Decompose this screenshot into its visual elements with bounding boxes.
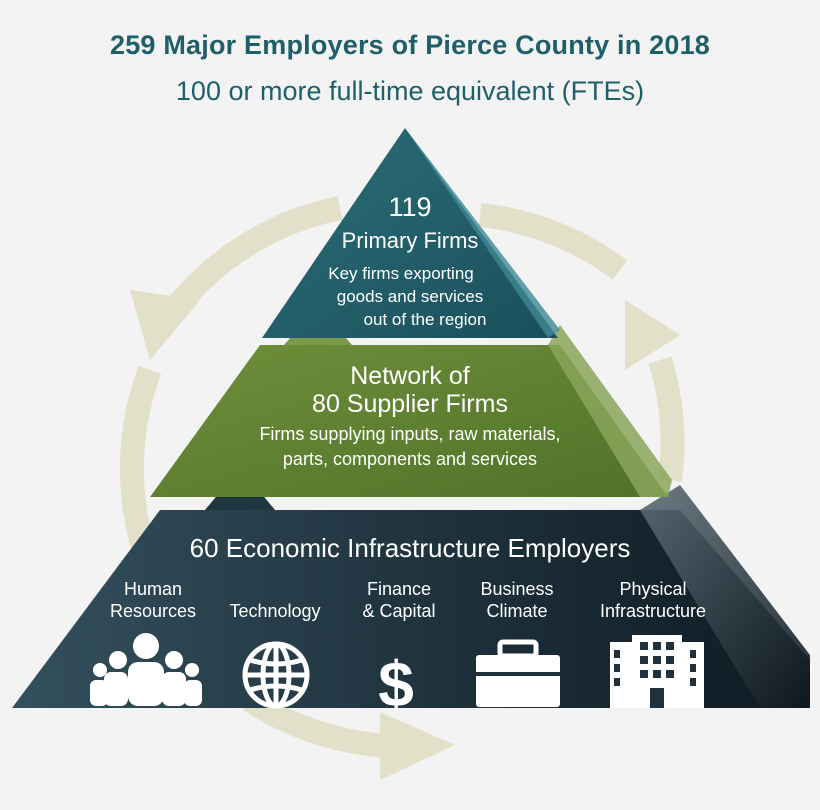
arrowhead-right	[625, 300, 680, 370]
dollar-sign-icon: $	[378, 648, 414, 720]
supplier-name-line: 80 Supplier Firms	[312, 390, 508, 418]
briefcase-icon	[476, 639, 560, 707]
supplier-firms-label: Network of 80 Supplier Firms	[230, 362, 590, 418]
primary-desc-line: goods and services	[336, 287, 484, 306]
arrowhead-bottom	[380, 712, 455, 780]
tier-primary-side	[405, 128, 560, 338]
primary-desc-line: Key firms exporting	[328, 264, 474, 283]
category-human-resources: Human Resources	[78, 578, 228, 622]
globe-icon	[242, 641, 310, 709]
primary-firms-label: Primary Firms	[341, 228, 479, 253]
category-business-climate: Business Climate	[442, 578, 592, 622]
category-finance-capital: Finance & Capital	[324, 578, 474, 622]
cycle-arc-right	[478, 203, 628, 280]
primary-firms-count: 119	[388, 192, 432, 222]
category-technology: Technology	[200, 578, 350, 622]
tier-supplier-side	[548, 325, 672, 497]
cycle-arrowheads	[130, 290, 680, 780]
primary-firms-description: Key firms exporting goods and services o…	[290, 262, 530, 331]
category-physical-infrastructure: Physical Infrastructure	[578, 578, 728, 622]
category-label-line: Resources	[109, 601, 197, 621]
supplier-name-line: Network of	[350, 362, 470, 390]
infrastructure-employers-label: 60 Economic Infrastructure Employers	[189, 533, 631, 563]
supplier-desc-line: Firms supplying inputs, raw materials,	[259, 424, 561, 444]
tier-primary-shape	[262, 128, 558, 338]
diagram-title: 259 Major Employers of Pierce County in …	[109, 30, 711, 60]
category-label-line: Technology	[229, 601, 321, 621]
category-label-line: Finance	[366, 579, 432, 599]
category-label-line: Climate	[486, 601, 548, 621]
supplier-firms-description: Firms supplying inputs, raw materials, p…	[190, 422, 630, 472]
supplier-desc-line: parts, components and services	[282, 449, 538, 469]
tier-supplier-shape	[150, 345, 668, 497]
primary-desc-line: out of the region	[363, 310, 487, 329]
category-label-line: Business	[480, 579, 554, 599]
tier-infrastructure-side	[640, 485, 810, 708]
diagram-subtitle: 100 or more full-time equivalent (FTEs)	[175, 76, 645, 106]
cycle-arc-right-lower	[648, 356, 685, 482]
category-label-line: Human	[123, 579, 183, 599]
category-label-line: Physical	[619, 579, 687, 599]
arrowhead-left	[130, 290, 200, 360]
people-group-icon	[90, 633, 202, 706]
category-label-line: & Capital	[362, 601, 436, 621]
category-label-line: Infrastructure	[599, 601, 707, 621]
building-icon	[610, 635, 704, 708]
